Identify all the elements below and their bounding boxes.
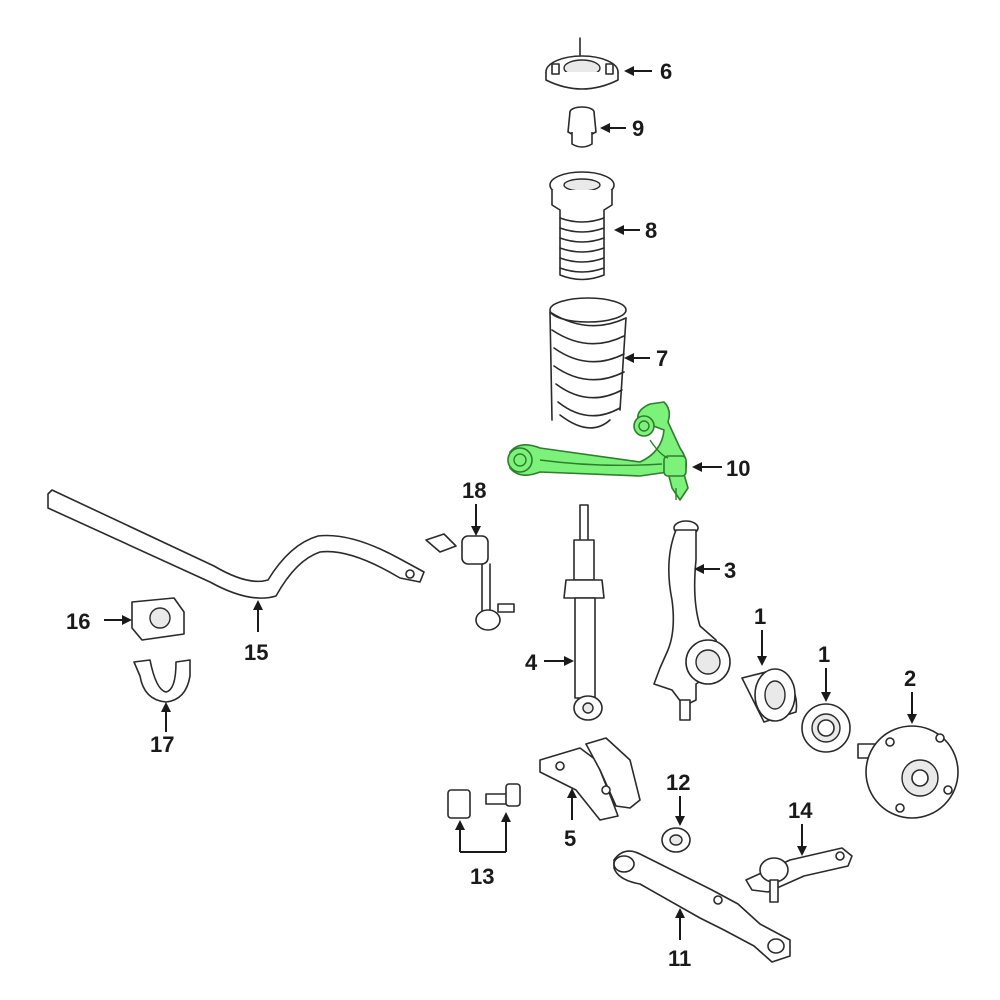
callout-6-label: 6: [660, 59, 672, 84]
callout-12-label: 12: [666, 770, 690, 795]
callout-1a-label: 1: [754, 604, 766, 629]
part-4-shock-absorber[interactable]: [563, 504, 605, 721]
callout-13-label: 13: [470, 864, 494, 889]
callout-14-label: 14: [788, 798, 813, 823]
part-18-stabilizer-link[interactable]: [425, 533, 515, 631]
callout-9: 9: [600, 116, 644, 141]
part-14-ball-joint[interactable]: [745, 847, 853, 903]
callout-8: 8: [614, 218, 657, 243]
part-17-bushing-bracket[interactable]: [133, 659, 191, 703]
part-6-strut-mount[interactable]: [545, 37, 619, 90]
callout-4-label: 4: [525, 650, 538, 675]
part-11-lower-control-arm[interactable]: [613, 850, 791, 963]
callout-4: 4: [525, 650, 574, 675]
callout-13: 13: [455, 812, 511, 889]
part-7-coil-spring[interactable]: [549, 297, 627, 429]
callout-17-label: 17: [150, 732, 174, 757]
callout-10: 10: [692, 456, 750, 481]
callout-17: 17: [150, 702, 174, 757]
part-3-steering-knuckle[interactable]: [653, 520, 731, 721]
callout-2: 2: [904, 666, 917, 724]
callout-15: 15: [244, 600, 268, 665]
callout-12: 12: [666, 770, 690, 826]
callout-7-label: 7: [656, 346, 668, 371]
callout-11-label: 11: [668, 946, 691, 971]
callout-2-label: 2: [904, 666, 916, 691]
part-1-wheel-bearing-outer[interactable]: [801, 703, 851, 753]
callout-1a: 1: [754, 604, 767, 666]
part-2-wheel-hub[interactable]: [857, 725, 959, 819]
callout-14: 14: [788, 798, 813, 856]
callout-7: 7: [624, 346, 668, 371]
callout-5-label: 5: [564, 826, 576, 851]
callout-15-label: 15: [244, 640, 268, 665]
part-16-stabilizer-bushing[interactable]: [131, 597, 185, 641]
part-13-nut-and-bolt[interactable]: [447, 783, 521, 819]
part-8-dust-boot[interactable]: [549, 171, 615, 281]
part-15-stabilizer-bar[interactable]: [47, 489, 425, 599]
part-12-lower-arm-bushing[interactable]: [661, 827, 691, 853]
callout-18: 18: [462, 478, 486, 536]
callout-3: 3: [694, 558, 736, 583]
callout-9-label: 9: [632, 116, 644, 141]
callout-3-label: 3: [724, 558, 736, 583]
part-10-upper-control-arm[interactable]: [507, 401, 689, 501]
callout-6: 6: [624, 59, 672, 84]
callout-1b: 1: [818, 642, 831, 702]
callout-16-label: 16: [66, 609, 90, 634]
callout-8-label: 8: [645, 218, 657, 243]
callout-18-label: 18: [462, 478, 486, 503]
part-1-wheel-bearing-inner[interactable]: [741, 668, 798, 723]
part-5-bracket[interactable]: [539, 737, 641, 821]
callout-1b-label: 1: [818, 642, 830, 667]
part-9-bump-stop[interactable]: [567, 106, 597, 148]
callout-11: 11: [668, 908, 691, 971]
callout-10-label: 10: [726, 456, 750, 481]
callout-16: 16: [66, 609, 132, 634]
callout-5: 5: [564, 788, 577, 851]
